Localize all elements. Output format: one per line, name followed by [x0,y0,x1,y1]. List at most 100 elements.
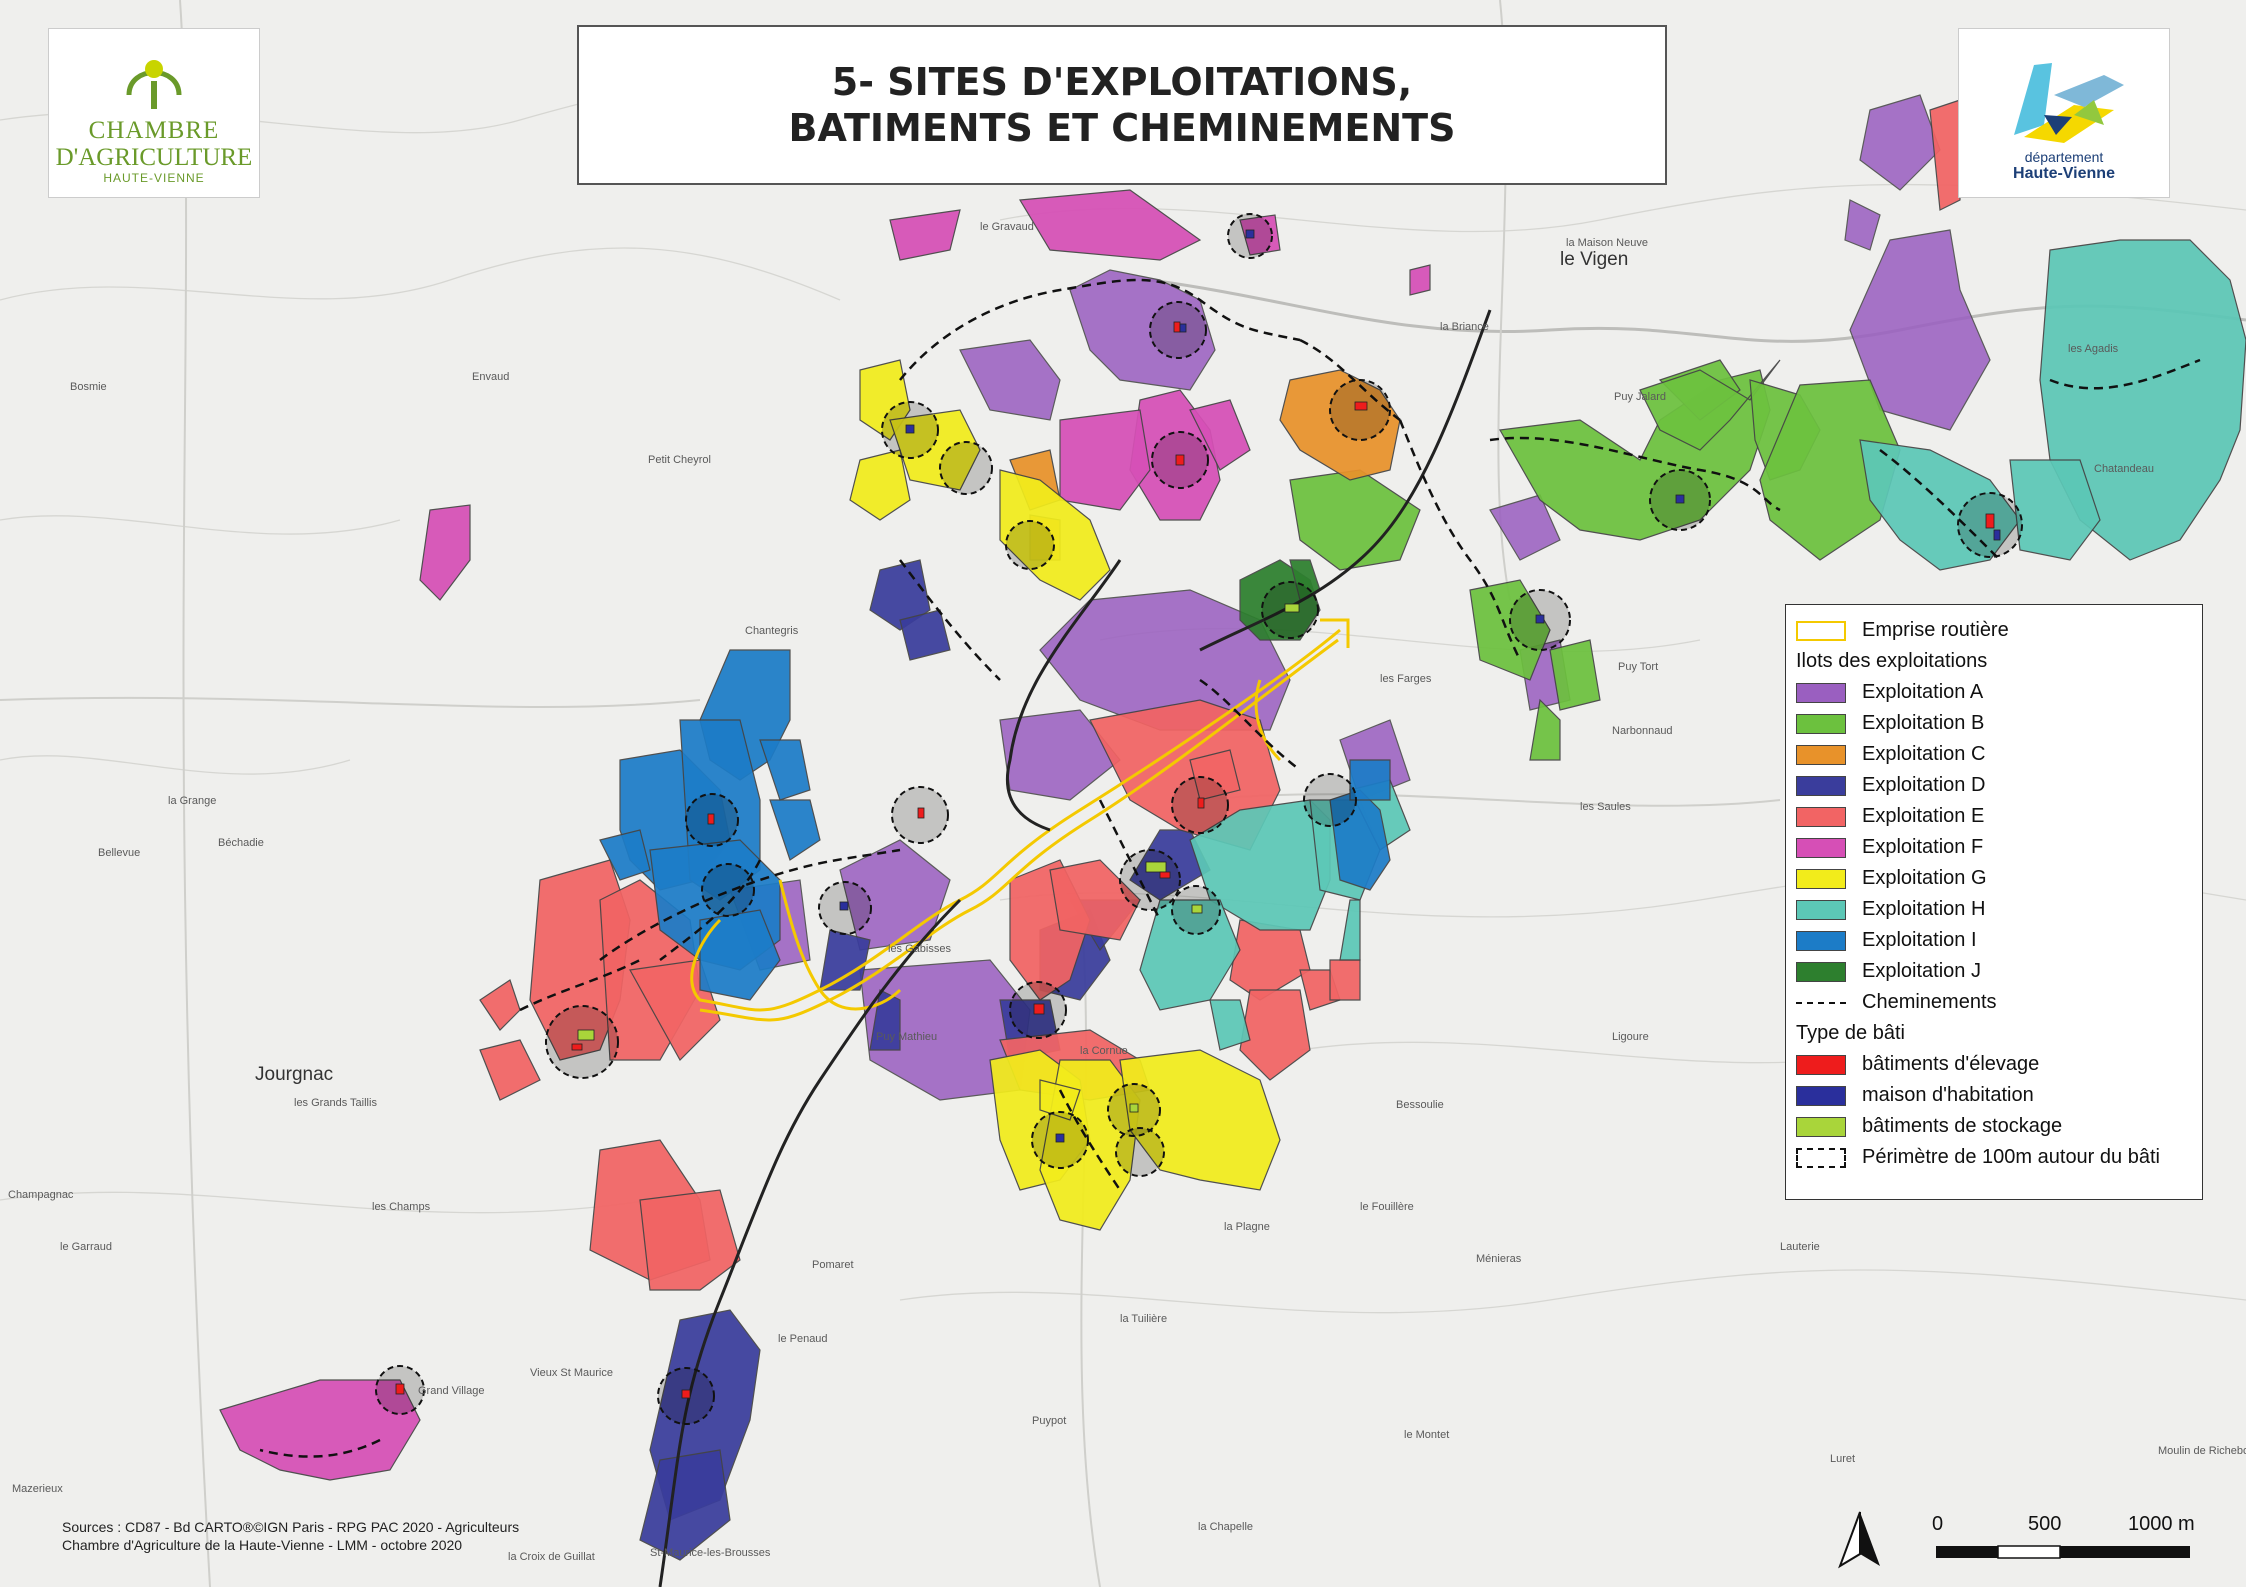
legend-exploitation-swatch [1796,775,1846,796]
legend-ilots-heading: Ilots des exploitations [1796,650,1988,672]
legend-exploitation-swatch [1796,930,1846,951]
place-puypot: Puypot [1032,1415,1066,1427]
legend-bati-swatch [1796,1116,1846,1137]
place-la-grange: la Grange [168,795,216,807]
legend-exploitation-0: Exploitation A [1796,677,2192,708]
place-la-tuiliere: la Tuilière [1120,1313,1167,1325]
place-les-farges: les Farges [1380,673,1432,685]
legend-exploitation-label: Exploitation I [1862,929,1977,951]
legend-exploitation-label: Exploitation C [1862,743,1986,765]
place-labels: le Vigen Jourgnac Bosmie la Briance Chan… [8,175,2246,1563]
place-puy-mathieu: Puy Mathieu [876,1031,937,1043]
place-les-saules: les Saules [1580,801,1631,813]
scale-tick-500: 500 [2028,1513,2061,1535]
plots-exploitation-f [219,189,1431,1481]
place-mazerieux: Mazerieux [12,1483,63,1495]
cheminements [259,278,2201,1458]
place-chantegris: Chantegris [745,625,799,637]
place-envaud: Envaud [472,371,509,383]
legend-perimeter-label: Périmètre de 100m autour du bâti [1862,1146,2160,1168]
legend-exploitation-1: Exploitation B [1796,708,2192,739]
legend-exploitation-7: Exploitation H [1796,894,2192,925]
place-petit-cheyrol: Petit Cheyrol [648,454,711,466]
place-gravaud: le Gravaud [980,221,1034,233]
plots-exploitation-h [1139,239,2246,1051]
place-moulin: Moulin de Richebon [2158,1445,2246,1457]
legend-exploitation-2: Exploitation C [1796,739,2192,770]
legend-road: Emprise routière [1796,615,2192,646]
legend-exploitation-label: Exploitation H [1862,898,1986,920]
legend-perimeter: Périmètre de 100m autour du bâti [1796,1142,2192,1173]
map-sources: Sources : CD87 - Bd CARTO®©IGN Paris - R… [62,1518,519,1554]
place-pomaret: Pomaret [812,1259,854,1271]
place-la-briance: la Briance [1440,321,1489,333]
legend-exploitation-swatch [1796,682,1846,703]
place-le-penaud: le Penaud [778,1333,828,1345]
place-les-grands-taillis: les Grands Taillis [294,1097,377,1109]
place-ligoure: Ligoure [1612,1031,1649,1043]
place-bosmie: Bosmie [70,381,107,393]
legend-bati-heading: Type de bâti [1796,1022,1905,1044]
main-roads [658,309,1492,1587]
legend-exploitation-label: Exploitation B [1862,712,1985,734]
scale-tick-0: 0 [1932,1513,1943,1535]
place-les-gabisses: les Gabisses [888,943,951,955]
legend-exploitation-label: Exploitation E [1862,805,1985,827]
legend-exploitation-9: Exploitation J [1796,956,2192,987]
legend-exploitation-3: Exploitation D [1796,770,2192,801]
legend-exploitation-swatch [1796,713,1846,734]
map-title-box: 5- SITES D'EXPLOITATIONS, BATIMENTS ET C… [577,25,1667,185]
chambre-agriculture-emblem-icon [126,60,182,109]
legend-exploitation-label: Exploitation G [1862,867,1987,889]
place-vieux-st-maurice: Vieux St Maurice [530,1367,613,1379]
legend-paths-label: Cheminements [1862,991,1997,1013]
place-la-chapelle: la Chapelle [1198,1521,1253,1533]
place-chatandeau: Chatandeau [2094,463,2154,475]
north-arrow-icon [1838,1511,1880,1569]
plots-exploitation-a [729,94,1991,1101]
legend-bati-label: bâtiments d'élevage [1862,1053,2040,1075]
legend-exploitation-swatch [1796,837,1846,858]
place-narbonnaud: Narbonnaud [1612,725,1673,737]
map-title-line2: BATIMENTS ET CHEMINEMENTS [788,106,1456,150]
place-le-garraud: le Garraud [60,1241,112,1253]
legend-bati-0: bâtiments d'élevage [1796,1049,2192,1080]
legend-paths-swatch [1796,1001,1846,1004]
legend-bati-swatch [1796,1054,1846,1075]
plots-exploitation-b [1289,359,1901,761]
logo-right-line1: département [2024,149,2104,165]
legend-exploitation-swatch [1796,744,1846,765]
place-jourgnac: Jourgnac [255,1064,333,1085]
legend-paths: Cheminements [1796,987,2192,1018]
legend-bati-2: bâtiments de stockage [1796,1111,2192,1142]
logo-left-line3: HAUTE-VIENNE [103,171,205,185]
place-la-plagne: la Plagne [1224,1221,1270,1233]
place-puy-jalard: Puy Jalard [1614,391,1666,403]
legend-exploitation-label: Exploitation A [1862,681,1984,703]
legend-exploitations-list: Exploitation A Exploitation B Exploitation… [1796,677,2192,987]
legend-road-label: Emprise routière [1862,619,2009,641]
legend-exploitation-label: Exploitation F [1862,836,1984,858]
legend-exploitation-6: Exploitation G [1796,863,2192,894]
place-st-maurice: St-Maurice-les-Brousses [650,1547,771,1559]
legend-exploitation-5: Exploitation F [1796,832,2192,863]
buildings [395,229,2001,1399]
legend-exploitation-swatch [1796,868,1846,889]
place-lauterie: Lauterie [1780,1241,1820,1253]
plots-exploitation-e [479,99,1961,1291]
place-meneiras: Ménieras [1476,1253,1522,1265]
place-les-champs: les Champs [372,1201,431,1213]
chambre-agriculture-logo: CHAMBRE D'AGRICULTURE HAUTE-VIENNE [48,28,260,198]
place-puy-tort: Puy Tort [1618,661,1658,673]
legend-exploitation-swatch [1796,899,1846,920]
legend-exploitation-4: Exploitation E [1796,801,2192,832]
place-champagnac: Champagnac [8,1189,74,1201]
place-le-vigen: le Vigen [1560,249,1628,270]
logo-left-line1: CHAMBRE [88,117,220,144]
logo-right-line2: Haute-Vienne [2013,165,2115,182]
legend-bati-label: bâtiments de stockage [1862,1115,2063,1137]
haute-vienne-emblem-icon [2014,63,2124,143]
scale-bar: 0 500 1000 m [1932,1513,2195,1559]
map-legend: Emprise routière Ilots des exploitations… [1785,604,2203,1200]
